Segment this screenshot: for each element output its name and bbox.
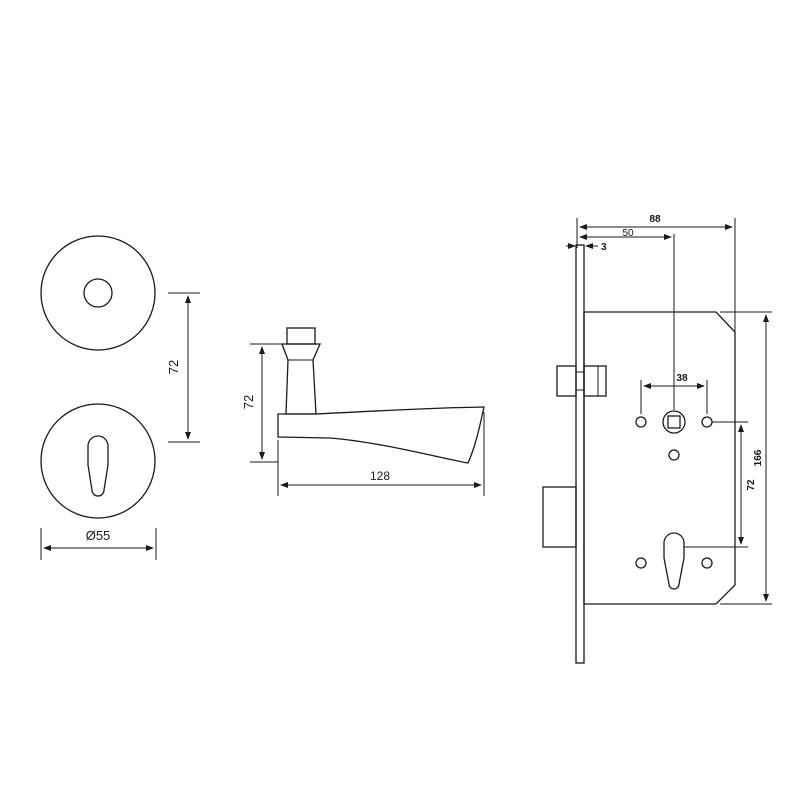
- hole-spacing-dimension: 38: [640, 373, 708, 414]
- rosette-view: 72 Ø55: [40, 235, 200, 560]
- fixing-hole-upper-left: [635, 416, 647, 428]
- fixing-hole-lower-right: [701, 557, 713, 569]
- dead-bolt: [542, 486, 577, 548]
- follower-square: [662, 410, 686, 434]
- rosette-height-dimension: 72: [166, 292, 200, 443]
- centre-distance-label: 72: [746, 479, 757, 491]
- rosette-top-outline: [40, 235, 156, 351]
- lever-spindle: [286, 327, 316, 345]
- centre-distance-dimension: 72: [684, 421, 757, 548]
- body-height-dimension: 166: [720, 311, 772, 605]
- lever-length-label: 128: [370, 469, 390, 483]
- faceplate-dimension: 3: [566, 242, 607, 253]
- body-height-label: 166: [753, 449, 764, 466]
- lever-neck: [281, 343, 321, 415]
- fixing-hole-lower-left: [635, 557, 647, 569]
- backset-dimension: 50: [579, 228, 675, 410]
- cylinder-cutout: [663, 532, 685, 590]
- euro-cylinder-keyhole: [87, 435, 109, 497]
- lever-length-dimension: 128: [277, 412, 485, 496]
- rosette-bottom: [40, 403, 156, 519]
- lock-body-view: 88 50 3 38 72: [542, 214, 772, 664]
- forend-plate: [575, 244, 585, 664]
- rosette-diameter-dimension: Ø55: [40, 528, 157, 560]
- fixing-hole-middle: [668, 449, 680, 461]
- lever-view: 72 128: [241, 327, 485, 496]
- overall-depth-label: 88: [649, 214, 661, 225]
- lever-height-dimension: 72: [241, 343, 282, 463]
- rosette-top: [40, 235, 156, 351]
- lock-case: [583, 311, 736, 605]
- rosette-bottom-outline: [40, 403, 156, 519]
- lever-height-label: 72: [241, 395, 256, 409]
- rosette-height-label: 72: [166, 360, 181, 374]
- hole-spacing-label: 38: [676, 373, 688, 384]
- latch-bolt: [556, 365, 607, 397]
- overall-depth-dimension: 88: [576, 214, 736, 332]
- faceplate-label: 3: [601, 242, 607, 253]
- backset-label: 50: [622, 228, 634, 239]
- fixing-hole-upper-right: [701, 416, 713, 428]
- lever-handle: [277, 406, 485, 464]
- rosette-top-spindle-hole: [83, 278, 113, 308]
- rosette-diameter-label: Ø55: [86, 528, 111, 543]
